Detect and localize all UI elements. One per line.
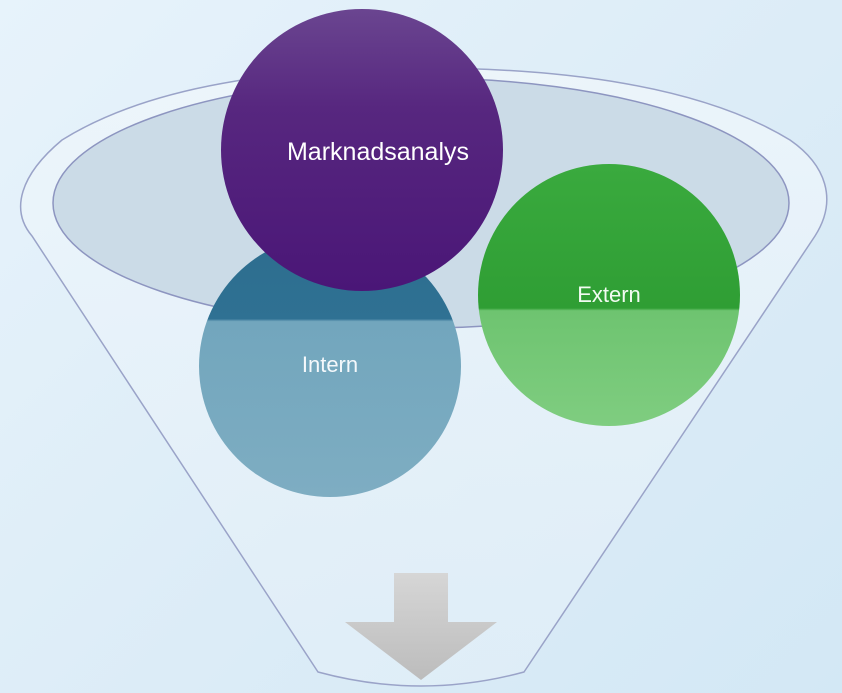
intern-circle[interactable] bbox=[199, 235, 461, 497]
intern-label: Intern bbox=[302, 352, 358, 377]
marknadsanalys-label: Marknadsanalys bbox=[287, 138, 469, 166]
down-arrow-icon bbox=[345, 573, 497, 680]
extern-label: Extern bbox=[577, 282, 641, 307]
extern-circle[interactable] bbox=[478, 164, 740, 426]
marknadsanalys-circle[interactable] bbox=[221, 9, 503, 291]
